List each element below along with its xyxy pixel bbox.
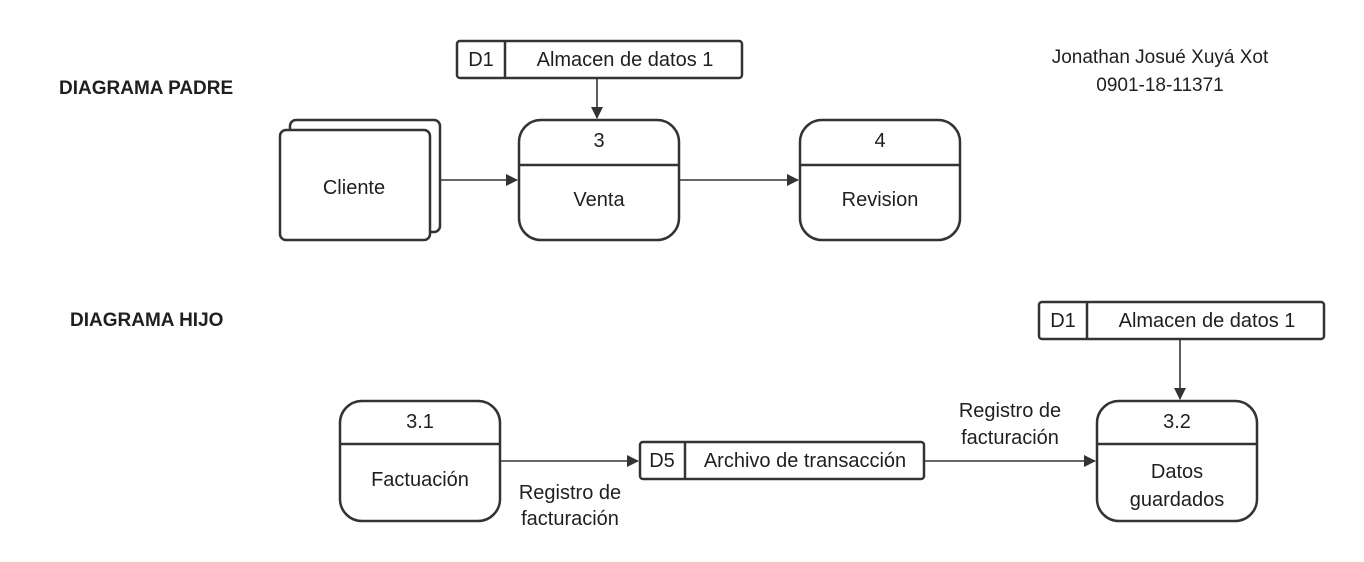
process-datos-label-line2: guardados (1130, 489, 1225, 511)
process-venta[interactable]: 3 Venta (517, 118, 681, 242)
child-data-store-d5[interactable]: D5 Archivo de transacción (638, 440, 926, 481)
parent-store-code: D1 (468, 49, 494, 71)
child-store-d5-name: Archivo de transacción (704, 450, 906, 472)
process-revision-number: 4 (874, 130, 885, 152)
child-heading: DIAGRAMA HIJO (70, 310, 223, 331)
process-factuacion-number: 3.1 (406, 411, 434, 433)
child-store-d5-code: D5 (649, 450, 675, 472)
author-id: 0901-18-11371 (1096, 75, 1223, 96)
process-venta-label: Venta (573, 189, 625, 211)
entity-cliente[interactable]: Cliente (278, 118, 442, 242)
process-factuacion[interactable]: 3.1 Factuación (338, 399, 502, 523)
process-datos-label-line1: Datos (1151, 461, 1203, 483)
process-factuacion-label: Factuación (371, 469, 469, 491)
child-store-d1-name: Almacen de datos 1 (1119, 310, 1296, 332)
process-datos-number: 3.2 (1163, 411, 1191, 433)
entity-cliente-label: Cliente (323, 177, 385, 199)
flow-label-2-line1: Registro de (959, 400, 1061, 422)
flow-label-1-line2: facturación (521, 508, 619, 530)
child-data-store-d1[interactable]: D1 Almacen de datos 1 (1037, 300, 1326, 341)
parent-data-store-d1[interactable]: D1 Almacen de datos 1 (455, 39, 744, 80)
process-revision[interactable]: 4 Revision (798, 118, 962, 242)
process-revision-label: Revision (842, 189, 919, 211)
process-venta-number: 3 (593, 130, 604, 152)
parent-heading: DIAGRAMA PADRE (59, 78, 233, 99)
flow-label-2-line2: facturación (961, 427, 1059, 449)
flow-label-1-line1: Registro de (519, 482, 621, 504)
author-name: Jonathan Josué Xuyá Xot (1052, 47, 1269, 68)
parent-store-name: Almacen de datos 1 (537, 49, 714, 71)
process-datos-guardados[interactable]: 3.2 Datos guardados (1095, 399, 1259, 523)
child-store-d1-code: D1 (1050, 310, 1076, 332)
